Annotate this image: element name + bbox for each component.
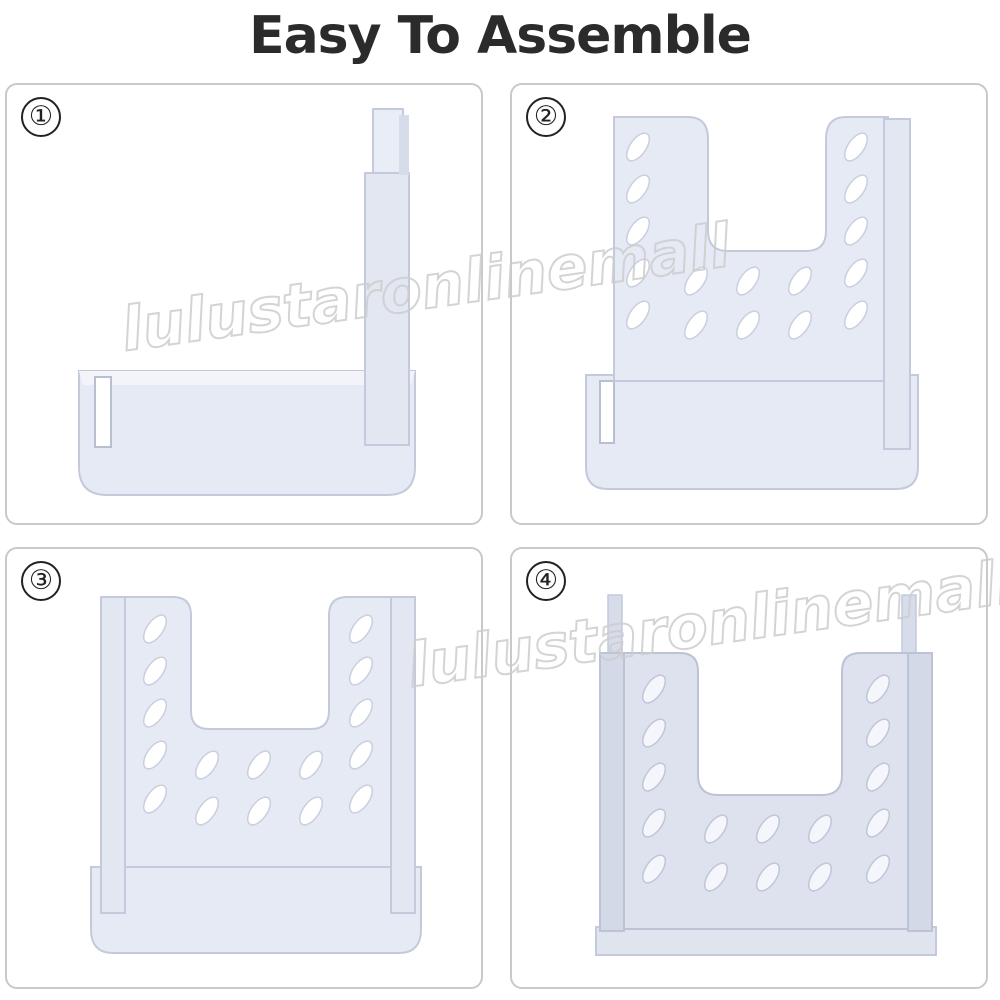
page-title: Easy To Assemble <box>249 6 752 66</box>
step-number-2: ② <box>526 97 566 137</box>
step-number-4: ④ <box>526 561 566 601</box>
step-1-product-image <box>78 108 416 496</box>
step-2-panel: ② <box>510 83 988 525</box>
step-number-1: ① <box>21 97 61 137</box>
step-2-product-image <box>585 116 919 490</box>
step-1-panel: ① <box>5 83 483 525</box>
step-4-panel: ④ <box>510 547 988 989</box>
step-3-panel: ③ <box>5 547 483 989</box>
step-number-3: ③ <box>21 561 61 601</box>
step-4-product-image <box>595 594 937 956</box>
step-3-product-image <box>90 596 422 954</box>
